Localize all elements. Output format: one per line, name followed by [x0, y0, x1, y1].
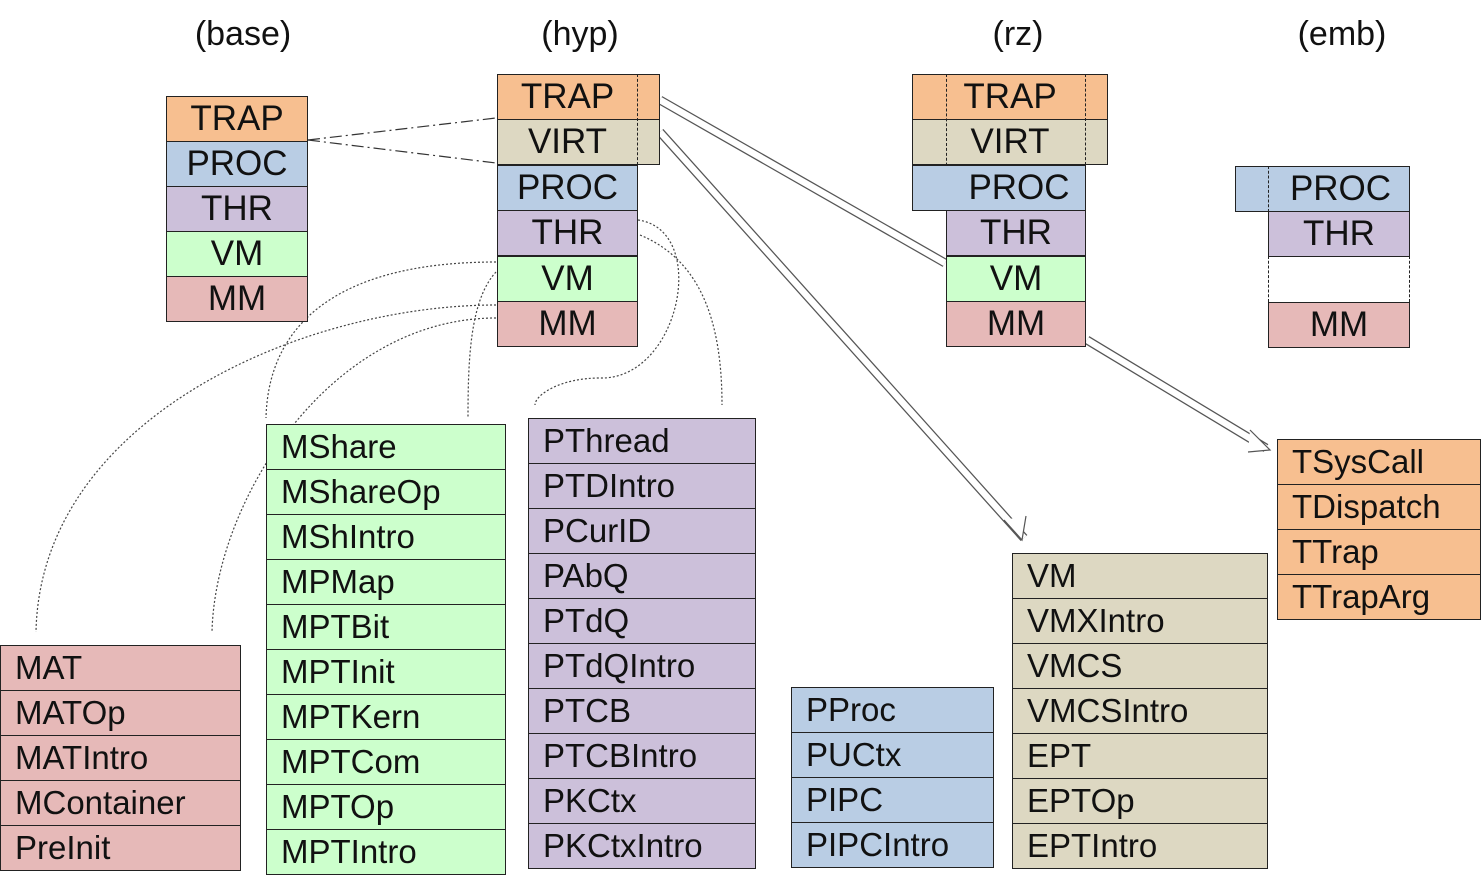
- base-layer-trap: TRAP: [166, 96, 308, 142]
- base-layer-thr: THR: [166, 186, 308, 232]
- mm-module-item: MContainer: [0, 780, 241, 826]
- virt-module-item: VM: [1012, 553, 1268, 599]
- hyp-layer-virt: VIRT: [497, 119, 660, 165]
- trap-module-item: TSysCall: [1277, 439, 1481, 485]
- emb-layer-gap: [1268, 256, 1410, 302]
- virt-module-item: EPT: [1012, 733, 1268, 779]
- rz-dashed-divider-left: [946, 74, 947, 210]
- arrow-mm-to-trap-list: [1084, 336, 1272, 453]
- vm-module-item: MShare: [266, 424, 506, 470]
- hyp-layer-thr: THR: [497, 210, 638, 256]
- hyp-dashed-divider: [637, 74, 638, 165]
- virt-module-item: EPTOp: [1012, 778, 1268, 824]
- trap-module-item: TDispatch: [1277, 484, 1481, 530]
- proc-module-item: PProc: [791, 687, 994, 733]
- trap-module-item: TTrap: [1277, 529, 1481, 575]
- vm-module-item: MPTCom: [266, 739, 506, 785]
- proc-module-item: PIPC: [791, 777, 994, 823]
- thr-brace-left: [534, 219, 680, 406]
- mm-module-item: MAT: [0, 645, 241, 691]
- arrow-virt-to-virt-list: [656, 128, 1028, 542]
- hyp-layer-vm: VM: [497, 256, 638, 302]
- thr-module-item: PThread: [528, 418, 756, 464]
- mm-module-item: PreInit: [0, 825, 241, 871]
- hyp-layer-trap: TRAP: [497, 74, 660, 120]
- rz-layer-proc: PROC: [912, 165, 1086, 211]
- column-title-base: (base): [194, 15, 292, 53]
- vm-module-item: MPTIntro: [266, 829, 506, 875]
- thr-brace-right: [639, 234, 723, 406]
- base-layer-mm: MM: [166, 276, 308, 322]
- mm-module-item: MATOp: [0, 690, 241, 736]
- trap-module-item: TTrapArg: [1277, 574, 1481, 620]
- thr-module-item: PCurID: [528, 508, 756, 554]
- rz-layer-mm: MM: [946, 301, 1086, 347]
- arrow-trap-to-rz: [657, 96, 948, 267]
- vm-brace-left: [265, 261, 497, 419]
- thr-module-item: PTdQIntro: [528, 643, 756, 689]
- hyp-layer-proc: PROC: [497, 165, 638, 211]
- rz-layer-vm: VM: [946, 256, 1086, 302]
- proc-module-item: PIPCIntro: [791, 822, 994, 868]
- thr-module-item: PAbQ: [528, 553, 756, 599]
- thr-module-item: PTCBIntro: [528, 733, 756, 779]
- vm-module-item: MPTOp: [266, 784, 506, 830]
- base-layer-vm: VM: [166, 231, 308, 277]
- virt-module-item: VMCSIntro: [1012, 688, 1268, 734]
- proc-module-item: PUCtx: [791, 732, 994, 778]
- virt-module-item: VMCS: [1012, 643, 1268, 689]
- column-title-emb: (emb): [1297, 15, 1387, 53]
- column-title-hyp: (hyp): [541, 15, 619, 53]
- column-title-rz: (rz): [992, 15, 1044, 53]
- thr-module-item: PKCtx: [528, 778, 756, 824]
- emb-dashed-divider: [1268, 166, 1269, 212]
- vm-module-item: MPTBit: [266, 604, 506, 650]
- rz-layer-trap: TRAP: [912, 74, 1108, 120]
- vm-module-item: MPTInit: [266, 649, 506, 695]
- vm-module-item: MShareOp: [266, 469, 506, 515]
- base-layer-proc: PROC: [166, 141, 308, 187]
- dashdot-line-top: [307, 117, 497, 141]
- virt-module-item: EPTIntro: [1012, 823, 1268, 869]
- dashdot-line-bottom: [307, 139, 497, 164]
- emb-layer-proc: PROC: [1235, 166, 1410, 212]
- rz-layer-virt: VIRT: [912, 119, 1108, 165]
- thr-module-item: PKCtxIntro: [528, 823, 756, 869]
- rz-layer-thr: THR: [946, 210, 1086, 256]
- vm-module-item: MShIntro: [266, 514, 506, 560]
- mm-brace-left: [35, 304, 497, 633]
- vm-module-item: MPMap: [266, 559, 506, 605]
- thr-module-item: PTDIntro: [528, 463, 756, 509]
- hyp-layer-mm: MM: [497, 301, 638, 347]
- thr-module-item: PTCB: [528, 688, 756, 734]
- emb-layer-mm: MM: [1268, 302, 1410, 348]
- thr-module-item: PTdQ: [528, 598, 756, 644]
- rz-dashed-divider-right: [1085, 74, 1086, 165]
- vm-module-item: MPTKern: [266, 694, 506, 740]
- virt-module-item: VMXIntro: [1012, 598, 1268, 644]
- emb-layer-thr: THR: [1268, 211, 1410, 257]
- mm-module-item: MATIntro: [0, 735, 241, 781]
- vm-brace-right: [467, 271, 497, 419]
